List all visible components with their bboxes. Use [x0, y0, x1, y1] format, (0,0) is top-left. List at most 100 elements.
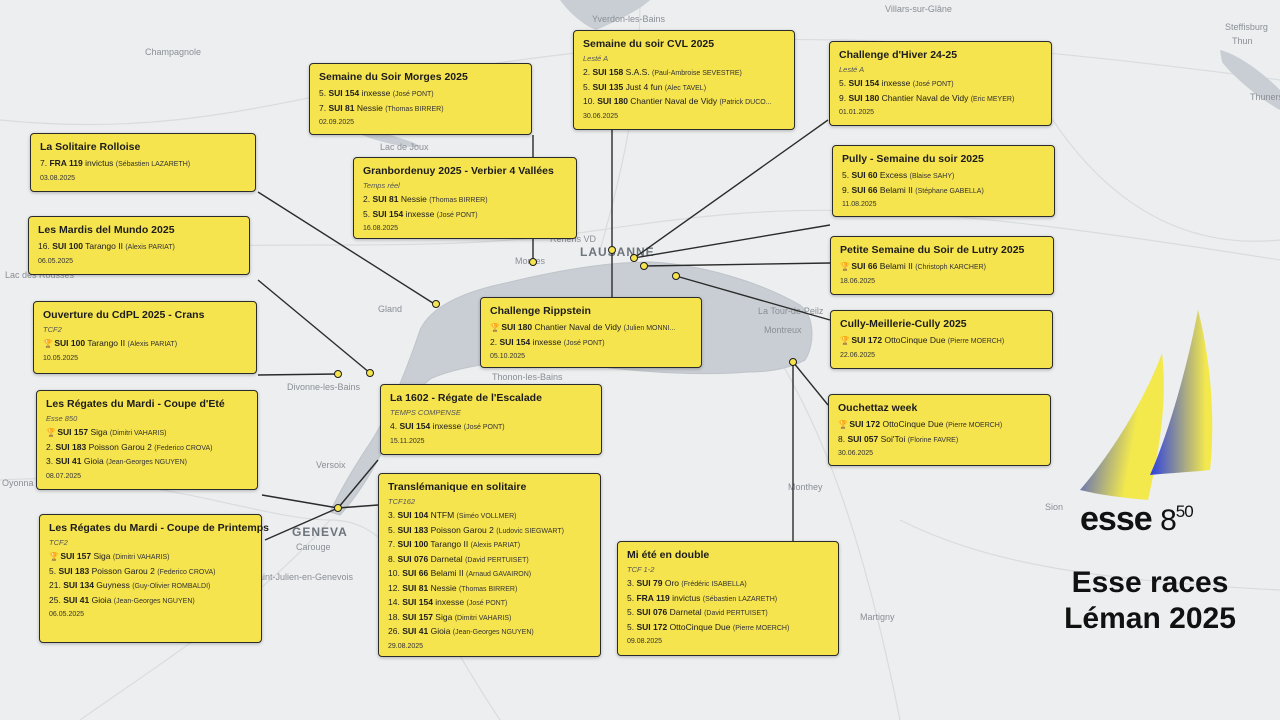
event-date: 09.08.2025 — [627, 638, 663, 645]
skipper-name: (José PONT) — [466, 600, 508, 607]
result-row: 🏆 SUI 180 Chantier Naval de Vidy (Julien… — [490, 321, 693, 336]
event-title: La 1602 - Régate de l'Escalade — [390, 392, 542, 404]
marker-rolle[interactable] — [432, 300, 440, 308]
result-row: 5. SUI 135 Just 4 fun (Alec TAVEL) — [583, 81, 786, 96]
result-rank: 2. — [490, 336, 498, 347]
trophy-icon: 🏆 — [49, 552, 59, 561]
marker-villeneuve[interactable] — [789, 358, 797, 366]
result-row: 8. SUI 057 Soi'Toi (Florine FAVRE) — [838, 433, 1042, 448]
skipper-name: (Alexis PARIAT) — [470, 542, 521, 549]
marker-vidy[interactable] — [608, 246, 616, 254]
event-title: Semaine du soir CVL 2025 — [583, 38, 715, 50]
label-gland: Gland — [378, 304, 402, 314]
skipper-name: (David PERTUISET) — [465, 556, 529, 564]
marker-nyon[interactable] — [366, 369, 374, 377]
sail-number: SUI 81 — [372, 194, 399, 204]
event-title: Challenge d'Hiver 24-25 — [839, 49, 958, 61]
result-row: 3. SUI 41 Gioia (Jean-Georges NGUYEN) — [46, 455, 249, 470]
label-steffisburg: Steffisburg — [1225, 22, 1268, 32]
result-rank: 5. — [49, 565, 57, 576]
result-row: 3. SUI 104 NTFM (Siméo VOLLMER) — [388, 509, 592, 524]
skipper-name: (Alexis PARIAT) — [125, 244, 175, 251]
sail-number: SUI 180 — [848, 92, 880, 103]
boat-name: inxesse — [881, 78, 911, 88]
marker-morges[interactable] — [529, 258, 537, 266]
event-title: Les Mardis del Mundo 2025 — [38, 224, 175, 236]
skipper-name: (Pierre MOERCH) — [945, 422, 1003, 429]
boat-name: Poisson Garou 2 — [91, 565, 155, 576]
event-date: 01.01.2025 — [839, 109, 875, 116]
event-date: 30.06.2025 — [583, 112, 619, 120]
result-row: 7. SUI 100 Tarango II (Alexis PARIAT) — [388, 538, 592, 553]
result-row: 4. SUI 154 inxesse (José PONT) — [390, 420, 593, 435]
result-row: 8. SUI 076 Darnetal (David PERTUISET) — [388, 553, 592, 568]
label-champagnole: Champagnole — [145, 47, 201, 57]
boat-name: Chantier Naval de Vidy — [881, 92, 969, 103]
event-title: Translémanique en solitaire — [388, 481, 527, 493]
skipper-name: (Thomas BIRRER) — [429, 197, 488, 204]
sail-number: SUI 104 — [397, 510, 429, 520]
boat-name: Belami II — [430, 568, 464, 578]
result-row: 🏆 SUI 172 OttoCinque Due (Pierre MOERCH) — [840, 334, 1044, 349]
result-rank: 3. — [46, 456, 54, 466]
event-class: TCF 1-2 — [627, 565, 655, 574]
event-date: 16.08.2025 — [363, 225, 399, 232]
result-row: 5. SUI 60 Excess (Blaise SAHY) — [842, 169, 1046, 184]
marker-pully[interactable] — [640, 262, 648, 270]
event-card-ouchettaz[interactable]: Ouchettaz week🏆 SUI 172 OttoCinque Due (… — [828, 394, 1051, 466]
marker-lutry[interactable] — [672, 272, 680, 280]
marker-ouchy[interactable] — [630, 254, 638, 262]
label-thonon: Thonon-les-Bains — [492, 372, 563, 382]
label-lac-joux: Lac de Joux — [380, 142, 429, 152]
event-card-rippstein[interactable]: Challenge Rippstein🏆 SUI 180 Chantier Na… — [480, 297, 702, 368]
event-title: Ouverture du CdPL 2025 - Crans — [43, 309, 205, 321]
sail-number: SUI 154 — [399, 421, 431, 431]
boat-name: Tarango II — [87, 338, 126, 348]
sail-number: SUI 100 — [397, 539, 429, 549]
trophy-icon: 🏆 — [838, 420, 848, 429]
result-rank: 5. — [583, 81, 591, 92]
result-rank: 25. — [49, 594, 61, 605]
event-card-cully[interactable]: Cully-Meillerie-Cully 2025🏆 SUI 172 Otto… — [830, 310, 1053, 369]
result-rank: 18. — [388, 611, 400, 622]
skipper-name: (Alec TAVEL) — [664, 84, 707, 92]
skipper-name: (Frédéric ISABELLA) — [681, 581, 747, 588]
label-sion: Sion — [1045, 502, 1063, 512]
sail-number: SUI 057 — [847, 433, 879, 444]
boat-name: Darnetal — [669, 607, 702, 617]
sail-number: SUI 172 — [849, 419, 881, 429]
skipper-name: (Stéphane GABELLA) — [915, 187, 984, 195]
skipper-name: (Christoph KARCHER) — [915, 264, 986, 271]
event-class: Lesté A — [583, 54, 609, 63]
skipper-name: (Paul-Ambroise SEVESTRE) — [652, 70, 742, 77]
boat-name: Poisson Garou 2 — [430, 524, 494, 535]
result-rank: 4. — [390, 421, 398, 431]
label-geneva: GENEVA — [292, 525, 348, 539]
sail-number: SUI 100 — [54, 338, 86, 348]
marker-geneva[interactable] — [334, 504, 342, 512]
boat-name: Nessie — [356, 102, 383, 113]
result-rank: 7. — [388, 539, 396, 549]
marker-crans[interactable] — [334, 370, 342, 378]
result-row: 9. SUI 66 Belami II (Stéphane GABELLA) — [842, 184, 1046, 199]
result-row: 9. SUI 180 Chantier Naval de Vidy (Eric … — [839, 92, 1043, 107]
event-card-regates-printemps[interactable]: Les Régates du Mardi - Coupe de Printemp… — [39, 514, 269, 643]
skipper-name: (José PONT) — [912, 81, 954, 88]
event-date: 22.06.2025 — [840, 351, 876, 359]
skipper-name: (Dimitri VAHARIS) — [112, 554, 170, 561]
result-row: 5. SUI 183 Poisson Garou 2 (Federico CRO… — [49, 565, 253, 580]
esse-sail-logo — [1080, 310, 1213, 500]
event-card-lutry[interactable]: Petite Semaine du Soir de Lutry 2025🏆 SU… — [830, 236, 1054, 295]
